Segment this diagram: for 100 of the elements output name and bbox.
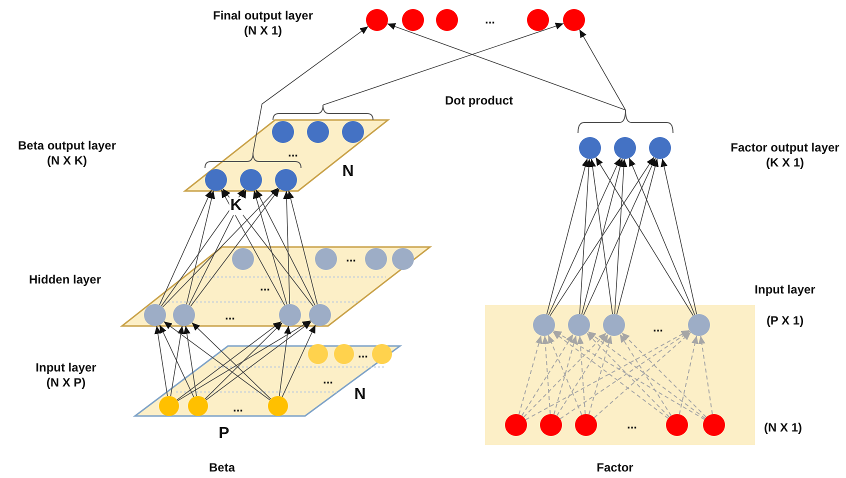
arrow: [552, 331, 669, 419]
arrow: [278, 326, 291, 396]
arrow: [188, 189, 247, 306]
arrow: [548, 334, 582, 416]
dimension-label: (N X 1): [244, 24, 282, 38]
arrow: [553, 335, 578, 415]
ellipsis: ...: [260, 280, 270, 294]
arrow: [581, 158, 624, 315]
arrow: [587, 331, 706, 419]
arrow: [518, 335, 542, 415]
dimension-label: (N X K): [47, 154, 87, 168]
neuron-circle: [540, 414, 562, 436]
arrow: [595, 156, 694, 316]
ellipsis: ...: [485, 13, 495, 27]
arrow: [282, 324, 316, 398]
arrow: [176, 321, 282, 400]
arrow: [222, 188, 314, 307]
arrow: [542, 335, 551, 415]
ellipsis: ...: [225, 309, 235, 323]
neuron-circle: [563, 9, 585, 31]
arrow: [550, 156, 654, 316]
neuron-circle: [315, 248, 337, 270]
neuron-circle: [173, 304, 195, 326]
operation-label: Dot product: [445, 94, 513, 108]
neuron-circle: [568, 314, 590, 336]
neuron-circle: [342, 121, 364, 143]
neuron-circle: [579, 137, 601, 159]
neuron-circle: [366, 9, 388, 31]
neuron-circle: [688, 314, 710, 336]
neuron-circle: [279, 304, 301, 326]
arrow: [192, 322, 272, 400]
neuron-circle: [402, 9, 424, 31]
neuron-circle: [334, 344, 354, 364]
arrow: [619, 334, 672, 416]
neuron-circle: [372, 344, 392, 364]
arrow: [525, 330, 690, 420]
arrow: [204, 322, 283, 400]
arrow: [556, 334, 609, 416]
arrow: [177, 320, 311, 402]
arrow: [621, 332, 707, 418]
axis-letter: K: [229, 197, 243, 215]
arrow: [628, 158, 696, 316]
arrow: [548, 158, 621, 316]
neuron-circle: [275, 169, 297, 191]
layer-title: Beta output layer: [18, 139, 116, 153]
ellipsis: ...: [627, 418, 637, 432]
arrow: [560, 330, 690, 420]
arrow: [576, 335, 586, 415]
neuron-circle: [575, 414, 597, 436]
neuron-circle: [533, 314, 555, 336]
arrow: [162, 188, 279, 308]
arrow: [252, 26, 369, 154]
neuron-circle: [240, 169, 262, 191]
arrow: [678, 335, 698, 415]
arrow: [283, 190, 290, 304]
dimension-label: (N X P): [46, 376, 86, 390]
arrow: [220, 189, 286, 306]
arrow: [322, 22, 564, 106]
arrow: [594, 332, 692, 418]
arrow: [190, 188, 280, 307]
arrow: [579, 29, 626, 110]
dimension-label: (P X 1): [766, 314, 804, 328]
arrow: [170, 325, 184, 397]
curly-brace: [204, 152, 302, 168]
ellipsis: ...: [323, 373, 333, 387]
arrow: [252, 190, 288, 305]
ellipsis: ...: [346, 251, 356, 265]
arrow: [206, 321, 312, 400]
ellipsis: ...: [288, 146, 298, 160]
arrow: [583, 158, 656, 316]
neuron-circle: [603, 314, 625, 336]
arrow: [579, 158, 592, 314]
arrow: [154, 325, 168, 397]
neuron-circle: [365, 248, 387, 270]
neuron-circle: [505, 414, 527, 436]
neuron-circle: [649, 137, 671, 159]
arrow: [159, 190, 212, 306]
arrow: [552, 330, 706, 420]
neuron-circle: [392, 248, 414, 270]
neuron-circle: [144, 304, 166, 326]
arrow: [160, 188, 246, 306]
neuron-circle: [307, 121, 329, 143]
curly-brace: [272, 104, 374, 120]
panel-title: Factor: [596, 461, 634, 475]
neuron-circle: [232, 248, 254, 270]
arrow: [523, 332, 607, 418]
curly-brace: [578, 110, 674, 134]
arrow: [183, 325, 197, 397]
ellipsis: ...: [653, 321, 663, 335]
neuron-circle: [666, 414, 688, 436]
neuron-circle: [703, 414, 725, 436]
arrow: [586, 332, 670, 418]
ellipsis: ...: [358, 347, 368, 361]
neuron-circle: [268, 396, 288, 416]
neuron-circle: [159, 396, 179, 416]
arrow: [159, 324, 194, 398]
layer-title: Input layer: [754, 283, 816, 297]
arrow: [546, 158, 589, 315]
arrow: [589, 158, 613, 314]
neuron-circle: [308, 344, 328, 364]
